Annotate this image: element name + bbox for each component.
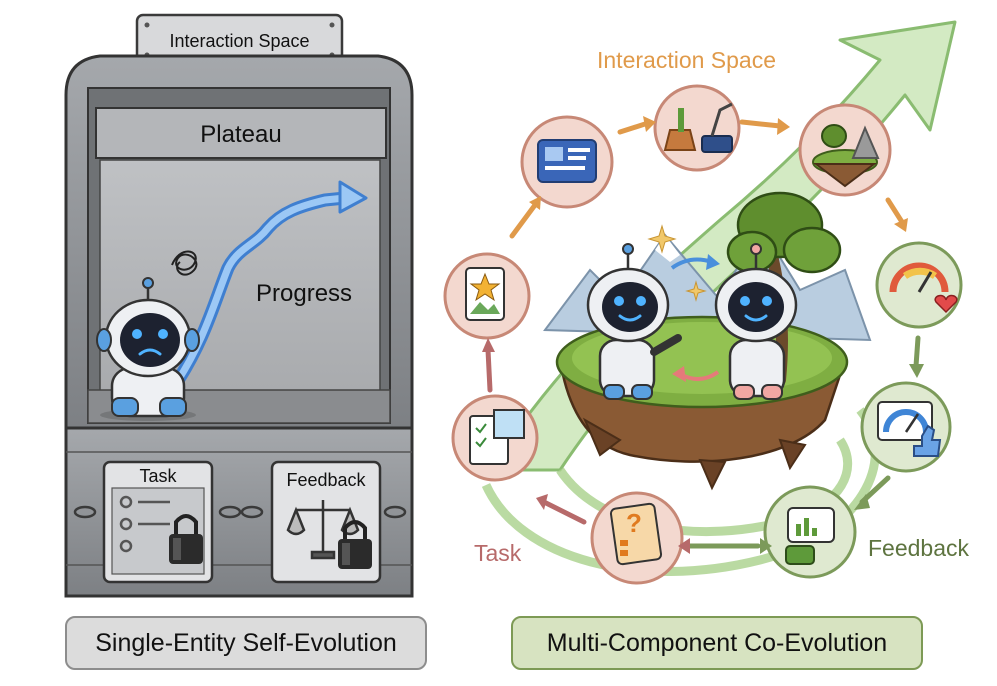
svg-text:?: ? [626,508,642,538]
node-question-cards: ? [590,491,684,585]
sparkle-icon [647,224,707,302]
robot-pink [714,243,798,400]
progress-arrow [168,180,368,392]
node-interaction-ui [520,115,614,209]
node-star-card [443,252,531,340]
node-gauge-heart [875,241,963,329]
cycle-arrows [485,119,921,549]
machine [64,13,414,598]
plateau-label: Plateau [200,121,282,148]
cycle-arrow-heads [482,116,924,554]
padlock-icon [338,520,372,569]
floating-island [555,315,849,491]
frustration-scribble-icon [171,250,198,276]
sign-label: Interaction Space [169,31,310,51]
progress-label: Progress [256,280,353,307]
feedback-label-left: Feedback [286,470,366,490]
sad-robot [96,277,200,421]
task-label-right: Task [474,540,522,566]
node-island [798,103,892,197]
plateau-bar [95,107,387,159]
interaction-space-label: Interaction Space [597,47,777,73]
node-checklist-image [451,394,539,482]
padlock-icon [169,514,203,564]
node-speedometer-thumbs-up [860,381,952,473]
feedback-label-right: Feedback [868,535,970,561]
node-environment-tools [653,84,741,172]
checklist-icon [119,495,170,553]
caption-single-entity: Single-Entity Self-Evolution [65,616,427,670]
node-chat-chart [763,485,857,579]
task-label-left: Task [139,466,177,486]
chain-links [73,505,407,519]
robot-exchange-arrows [670,254,720,382]
caption-multi-component: Multi-Component Co-Evolution [511,616,923,670]
robot-blue [586,243,682,400]
